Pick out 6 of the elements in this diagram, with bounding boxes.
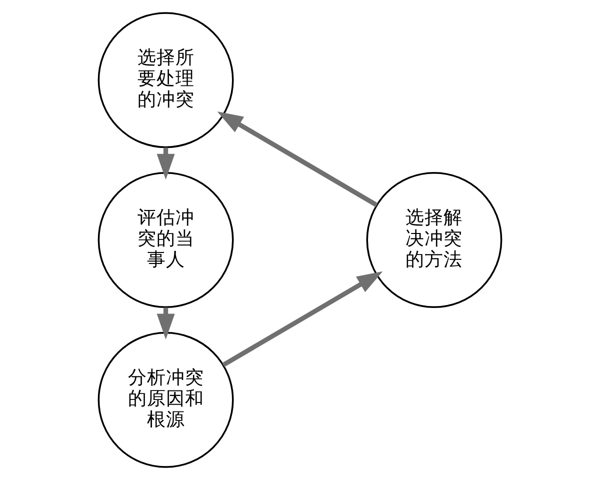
node-circle: 选择所要处理的冲突 [98, 12, 234, 148]
arrow [222, 271, 383, 367]
node-circle: 评估冲突的当事人 [98, 172, 234, 308]
node-circle: 选择解决冲突的方法 [366, 172, 502, 308]
node-circle: 分析冲突的原因和根源 [98, 332, 234, 468]
arrow [217, 112, 378, 208]
